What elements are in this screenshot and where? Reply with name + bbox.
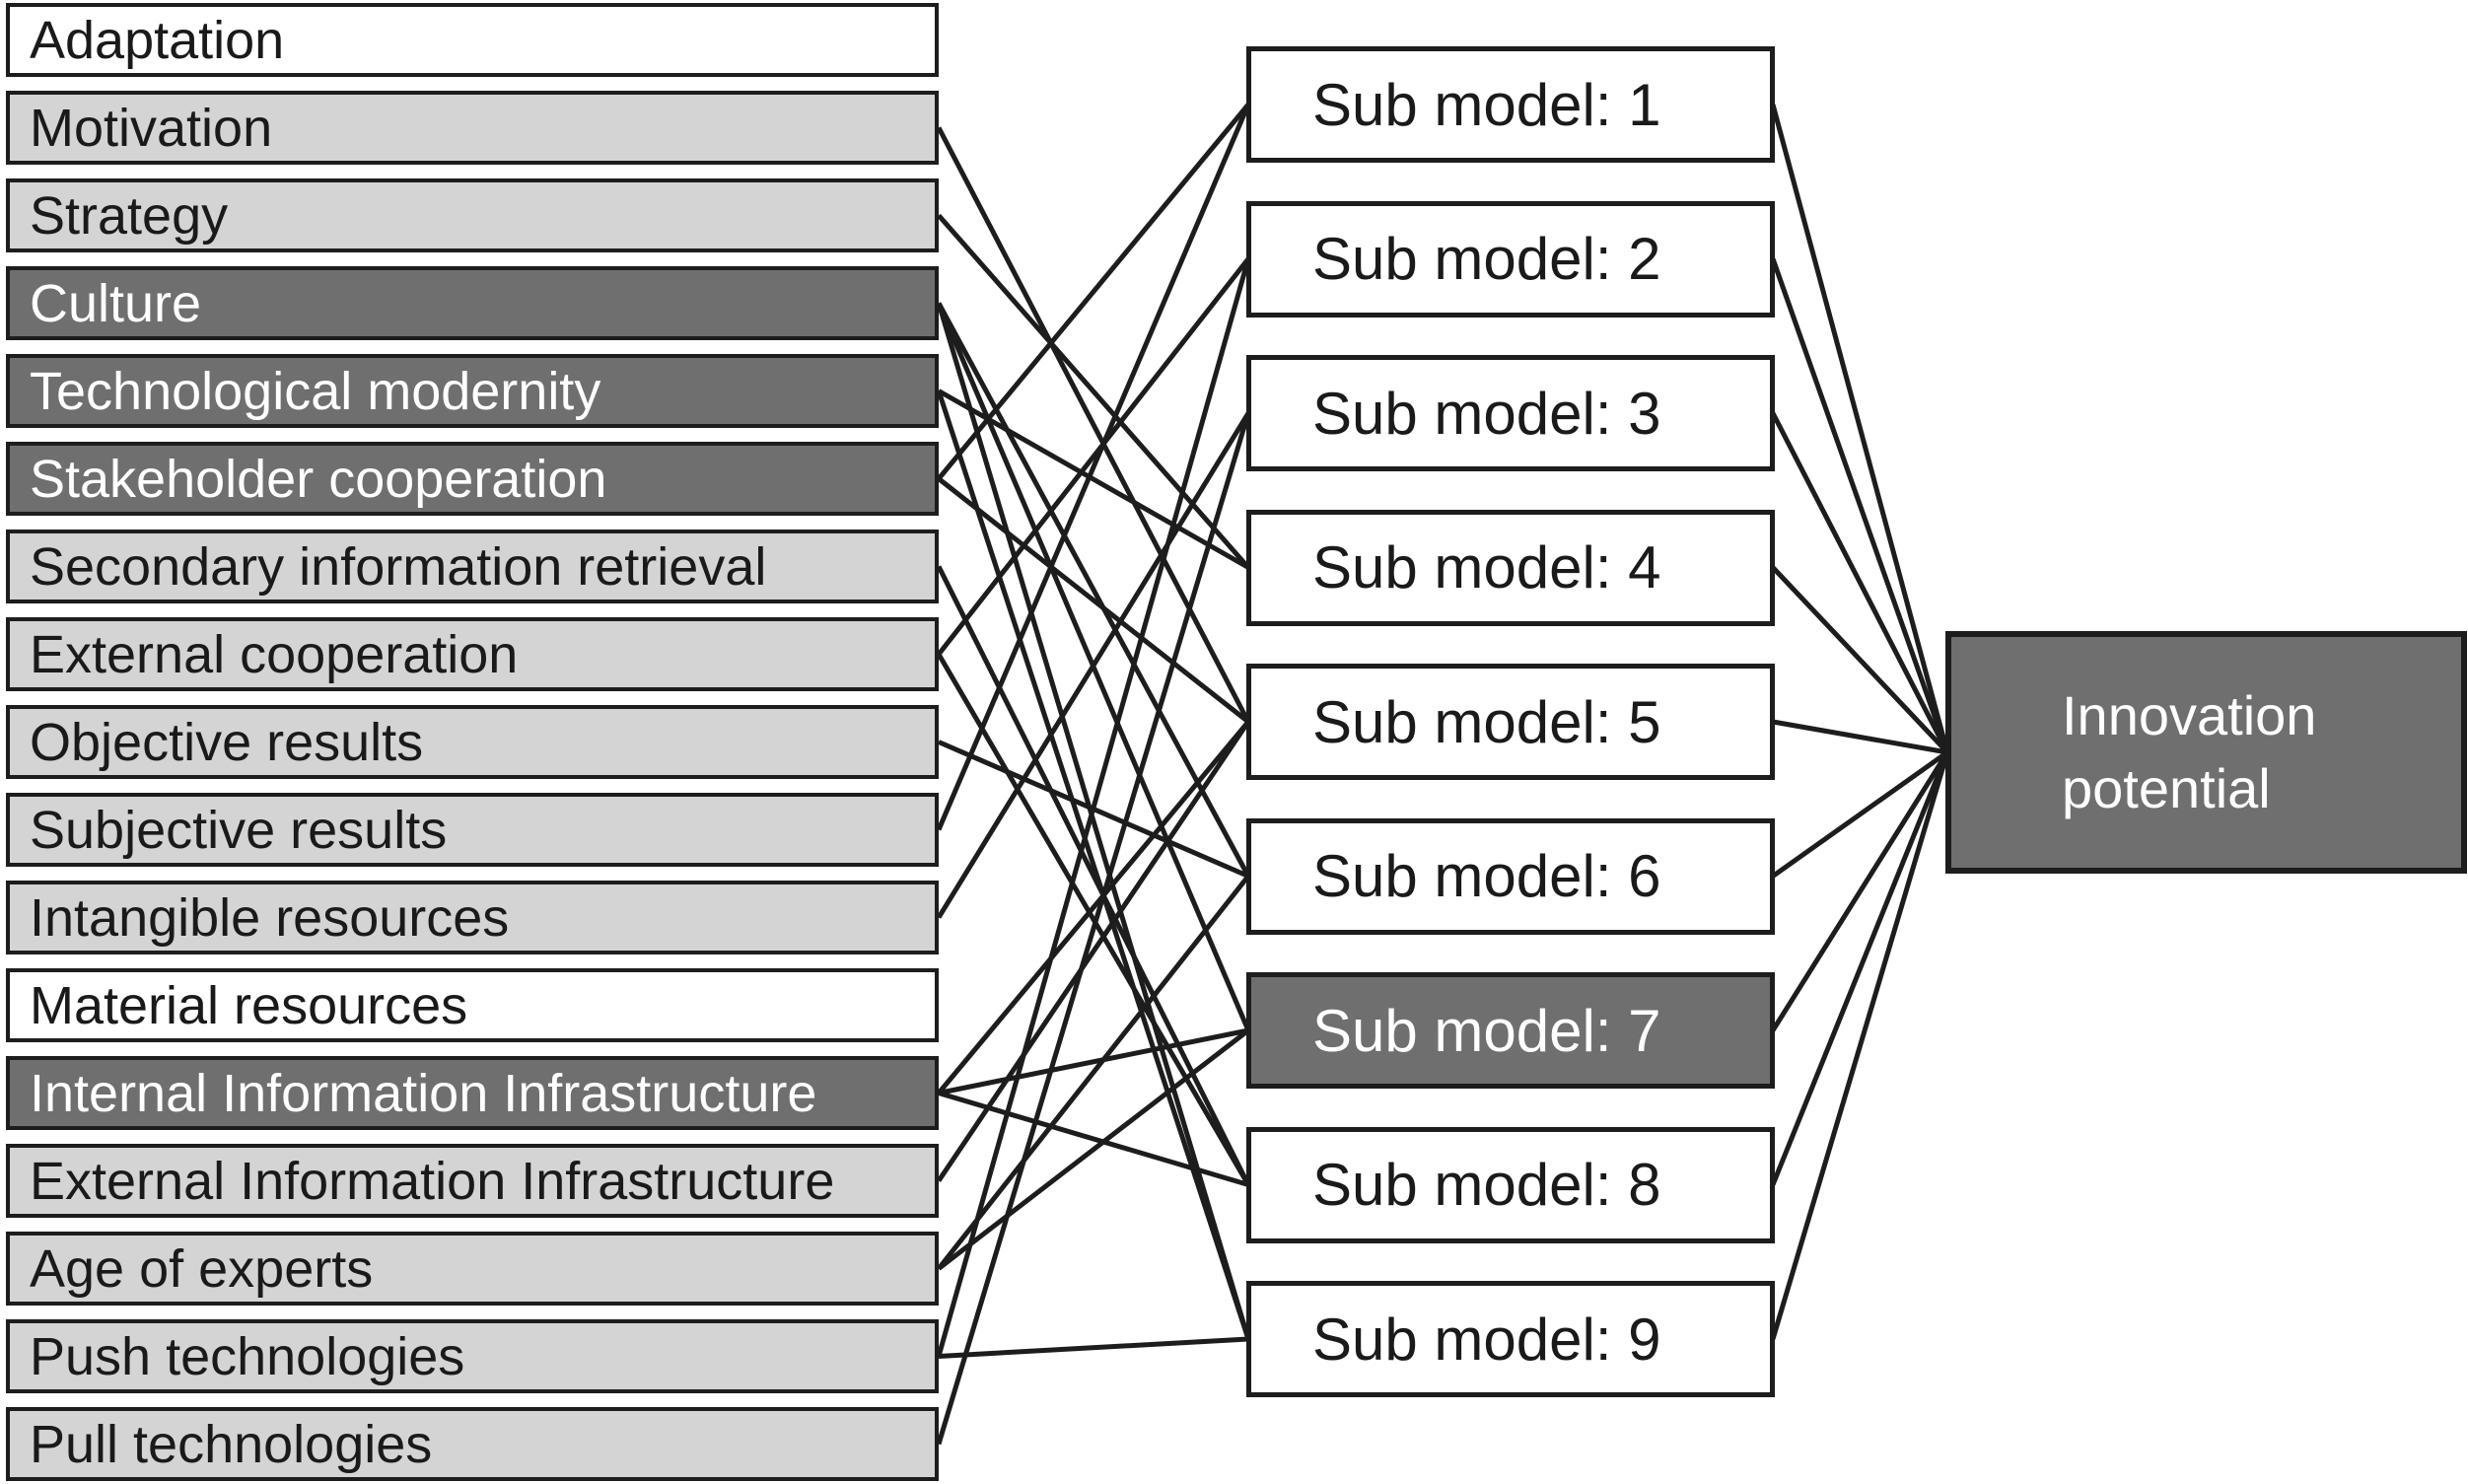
submodel-box-9: Sub model: 9	[1246, 1281, 1775, 1397]
submodel-label: Sub model: 2	[1312, 226, 1661, 292]
factor-label: Subjective results	[30, 800, 448, 860]
submodel-label: Sub model: 6	[1312, 843, 1661, 909]
connection-stakeholder-cooperation-to-submodel-1	[937, 103, 1250, 481]
submodel-label: Sub model: 1	[1312, 71, 1661, 138]
connection-external-cooperation-to-submodel-2	[937, 256, 1250, 657]
connection-stakeholder-cooperation-to-submodel-5	[937, 476, 1250, 724]
submodel-box-6: Sub model: 6	[1246, 817, 1775, 935]
factor-box-external-information-infrastructure: External Information Infrastructure	[6, 1144, 939, 1218]
output-label-line1: Innovation	[2062, 684, 2317, 747]
connection-submodel-5-to-output	[1772, 719, 1948, 755]
connection-submodel-8-to-output	[1770, 751, 1950, 1186]
submodel-box-8: Sub model: 8	[1246, 1126, 1775, 1243]
submodel-box-4: Sub model: 4	[1246, 509, 1775, 626]
factor-box-objective-results: Objective results	[6, 705, 939, 779]
factor-label: Motivation	[30, 98, 273, 158]
connection-submodel-3-to-output	[1770, 411, 1950, 754]
factor-box-adaptation: Adaptation	[6, 3, 939, 77]
factor-label: Internal Information Infrastructure	[30, 1063, 817, 1123]
factor-box-age-of-experts: Age of experts	[6, 1232, 939, 1306]
factor-label: Objective results	[30, 712, 424, 772]
factor-label: Intangible resources	[30, 887, 510, 948]
factor-label: Push technologies	[30, 1326, 465, 1386]
factor-box-technological-modernity: Technological modernity	[6, 354, 939, 428]
connection-secondary-information-retrieval-to-submodel-8	[936, 565, 1251, 1186]
connection-culture-to-submodel-7	[936, 302, 1251, 1031]
factor-label: External cooperation	[30, 624, 519, 684]
factor-box-stakeholder-cooperation: Stakeholder cooperation	[6, 442, 939, 516]
connection-age-of-experts-to-submodel-6	[937, 874, 1250, 1271]
connection-motivation-to-submodel-5	[936, 126, 1251, 724]
connection-submodel-2-to-output	[1770, 257, 1950, 753]
factor-label: Pull technologies	[30, 1414, 433, 1474]
factor-label: Strategy	[30, 185, 229, 246]
factor-box-motivation: Motivation	[6, 91, 939, 165]
connection-submodel-1-to-output	[1770, 104, 1950, 753]
factor-box-material-resources: Material resources	[6, 968, 939, 1042]
connection-culture-to-submodel-6	[936, 302, 1251, 878]
factor-label: Material resources	[30, 975, 468, 1035]
factor-label: Secondary information retrieval	[30, 536, 767, 597]
connection-internal-information-infrastructure-to-submodel-7	[938, 1027, 1249, 1095]
factor-box-internal-information-infrastructure: Internal Information Infrastructure	[6, 1056, 939, 1130]
connection-submodel-4-to-output	[1771, 565, 1949, 754]
submodel-box-3: Sub model: 3	[1246, 355, 1775, 471]
connection-culture-to-submodel-9	[936, 302, 1251, 1340]
output-box-innovation-potential: Innovation potential	[1945, 631, 2467, 874]
submodel-box-7: Sub model: 7	[1246, 972, 1775, 1089]
connection-age-of-experts-to-submodel-7	[937, 1028, 1250, 1271]
connection-objective-results-to-submodel-6	[938, 740, 1249, 879]
connection-submodel-7-to-output	[1770, 750, 1950, 1032]
factor-box-push-technologies: Push technologies	[6, 1319, 939, 1393]
connection-strategy-to-submodel-4	[937, 213, 1250, 570]
factor-box-external-cooperation: External cooperation	[6, 617, 939, 691]
connection-submodel-9-to-output	[1770, 751, 1950, 1340]
connection-pull-technologies-to-submodel-3	[936, 412, 1251, 1446]
connection-subjective-results-to-submodel-1	[936, 104, 1251, 831]
submodel-box-1: Sub model: 1	[1246, 46, 1775, 163]
submodel-box-2: Sub model: 2	[1246, 200, 1775, 318]
submodel-label: Sub model: 3	[1312, 380, 1661, 447]
submodel-label: Sub model: 9	[1312, 1306, 1661, 1373]
submodel-label: Sub model: 4	[1312, 534, 1661, 601]
factor-box-subjective-results: Subjective results	[6, 793, 939, 867]
connection-external-cooperation-to-submodel-8	[936, 653, 1251, 1186]
connection-technological-modernity-to-submodel-9	[936, 389, 1251, 1340]
submodel-label: Sub model: 7	[1312, 997, 1661, 1064]
factor-label: Stakeholder cooperation	[30, 449, 607, 509]
output-label-line2: potential	[2062, 757, 2271, 819]
factor-label: Technological modernity	[30, 361, 601, 421]
factor-box-intangible-resources: Intangible resources	[6, 881, 939, 954]
submodel-box-5: Sub model: 5	[1246, 664, 1775, 780]
factor-label: Age of experts	[30, 1238, 374, 1299]
factor-label: Culture	[30, 273, 202, 333]
factor-box-strategy: Strategy	[6, 178, 939, 252]
connection-push-technologies-to-submodel-9	[938, 1336, 1249, 1359]
submodel-label: Sub model: 8	[1312, 1152, 1661, 1218]
factor-label: Adaptation	[30, 10, 285, 70]
connection-submodel-6-to-output	[1771, 749, 1949, 879]
submodel-label: Sub model: 5	[1312, 688, 1661, 755]
factor-box-pull-technologies: Pull technologies	[6, 1407, 939, 1481]
factor-box-culture: Culture	[6, 266, 939, 340]
factor-label: External Information Infrastructure	[30, 1151, 835, 1211]
connection-external-information-infrastructure-to-submodel-5	[936, 720, 1251, 1182]
factor-box-secondary-information-retrieval: Secondary information retrieval	[6, 530, 939, 603]
